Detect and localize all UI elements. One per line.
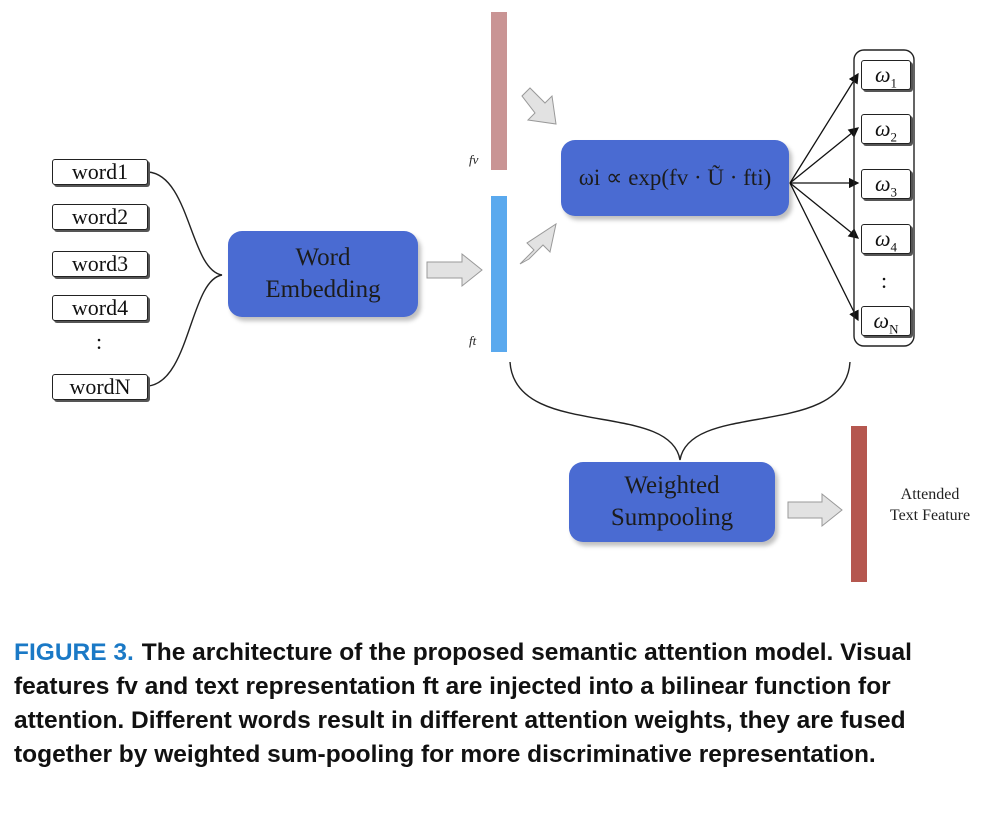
weight-symbol: ω	[874, 226, 891, 251]
pooling-to-output-arrow	[787, 492, 843, 528]
architecture-diagram: word1 word2 word3 word4 : wordN Word Emb…	[52, 12, 971, 582]
word-embedding-box: Word Embedding	[228, 231, 418, 317]
pooling-brace	[509, 361, 851, 461]
weight-subscript: 1	[890, 75, 898, 91]
word-item-1: word1	[52, 159, 148, 185]
weight-symbol: ω	[874, 116, 891, 141]
weight-item-n: ωN	[861, 306, 911, 336]
weight-symbol: ω	[874, 62, 891, 87]
weighted-sumpooling-box: Weighted Sumpooling	[569, 462, 775, 542]
figure-label: FIGURE 3.	[14, 639, 134, 666]
weights-ellipsis: :	[880, 268, 888, 293]
weight-item-1: ω1	[861, 60, 911, 90]
attention-fan-arrows	[789, 72, 860, 322]
weight-item-3: ω3	[861, 169, 911, 199]
weight-subscript: 4	[890, 239, 898, 255]
text-feature-bar	[491, 196, 507, 352]
text-to-attention-arrow	[519, 222, 557, 265]
attention-formula: ωi ∝ exp(fv · Ũ · fti)	[578, 165, 772, 190]
attention-function-box: ωi ∝ exp(fv · Ũ · fti)	[561, 140, 789, 216]
weight-symbol: ω	[874, 171, 891, 196]
weight-subscript: N	[889, 321, 899, 337]
words-ellipsis: :	[95, 329, 103, 354]
word-item-2: word2	[52, 204, 148, 230]
weight-subscript: 2	[890, 129, 898, 145]
figure-caption: FIGURE 3.The architecture of the propose…	[14, 636, 979, 772]
words-brace	[147, 171, 223, 387]
diagram-connectors	[147, 12, 915, 582]
weight-item-2: ω2	[861, 114, 911, 144]
visual-feature-label: fv	[469, 152, 479, 167]
word-item-n: wordN	[52, 374, 148, 400]
word-item-3: word3	[52, 251, 148, 277]
attended-text-feature-label: Attended Text Feature	[889, 486, 971, 524]
weight-item-4: ω4	[861, 224, 911, 254]
word-item-4: word4	[52, 295, 148, 321]
weights-enclosure	[853, 49, 915, 347]
embedding-to-text-arrow	[426, 252, 483, 288]
visual-feature-bar	[491, 12, 507, 170]
weight-symbol: ω	[873, 308, 890, 333]
caption-text: The architecture of the proposed semanti…	[14, 639, 919, 768]
visual-to-attention-arrow	[521, 87, 557, 125]
weight-subscript: 3	[890, 184, 898, 200]
text-feature-label: ft	[469, 333, 477, 348]
attended-feature-bar	[851, 426, 867, 582]
